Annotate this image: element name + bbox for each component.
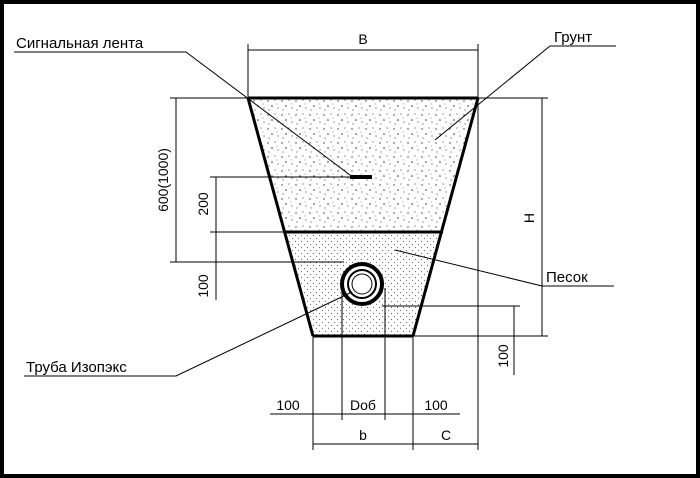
- dim-label-right-clearance: 100: [424, 397, 448, 413]
- leader-pipe: [24, 291, 353, 377]
- dim-label-bottom-width: b: [359, 427, 367, 443]
- leader-soil: [434, 45, 616, 141]
- soil-fill: [248, 98, 478, 232]
- dim-label-left-clearance: 100: [276, 397, 300, 413]
- pipe-icon: [340, 262, 384, 306]
- dim-label-depth: 600(1000): [155, 148, 171, 212]
- label-signal-tape: Сигнальная лента: [16, 35, 144, 52]
- label-sand: Песок: [546, 269, 588, 286]
- dim-label-b: B: [358, 31, 367, 47]
- dim-label-sand-above: 100: [195, 274, 211, 298]
- dim-label-sand-below: 100: [495, 344, 511, 368]
- dim-label-pipe-diameter: Dоб: [350, 397, 376, 413]
- trench-right-wall: [411, 97, 480, 337]
- dim-label-side-offset: C: [441, 427, 451, 443]
- label-soil: Грунт: [554, 29, 592, 46]
- dim-label-tape-offset: 200: [195, 192, 211, 216]
- trench-left-wall: [246, 97, 315, 337]
- dim-label-h: H: [521, 213, 537, 223]
- leader-sand: [394, 249, 614, 287]
- label-pipe: Труба Изопэкс: [26, 359, 127, 376]
- leader-signal-tape: [14, 51, 355, 179]
